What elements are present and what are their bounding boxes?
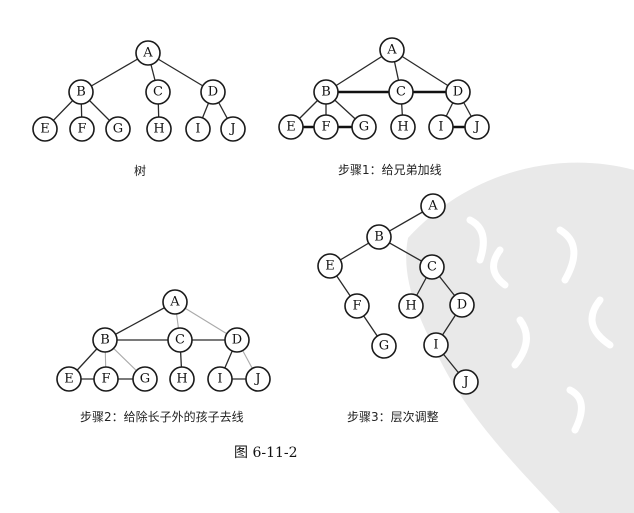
- node-F: F: [93, 366, 119, 392]
- node-J: J: [220, 116, 246, 142]
- svg-text:A: A: [427, 199, 438, 214]
- svg-text:C: C: [396, 85, 406, 100]
- node-G: G: [105, 116, 131, 142]
- node-C: C: [145, 79, 171, 105]
- node-J: J: [245, 366, 271, 392]
- svg-text:I: I: [433, 338, 438, 353]
- svg-text:F: F: [77, 122, 86, 137]
- svg-text:A: A: [386, 43, 397, 58]
- svg-text:A: A: [169, 295, 180, 310]
- node-D: D: [445, 79, 471, 105]
- node-I: I: [428, 114, 454, 140]
- node-J: J: [453, 369, 479, 395]
- node-F: F: [313, 114, 339, 140]
- node-I: I: [207, 366, 233, 392]
- node-B: B: [366, 224, 392, 250]
- node-B: B: [313, 79, 339, 105]
- svg-text:C: C: [427, 260, 437, 275]
- node-B: B: [68, 79, 94, 105]
- node-D: D: [449, 292, 475, 318]
- svg-text:H: H: [405, 299, 416, 314]
- svg-text:I: I: [217, 372, 222, 387]
- svg-text:F: F: [352, 299, 361, 314]
- caption-tree: 树: [134, 163, 146, 178]
- tree-step3: A B E C F H D G I J 步骤3：层次调整: [317, 193, 479, 424]
- svg-text:B: B: [76, 85, 86, 100]
- node-F: F: [69, 116, 95, 142]
- svg-text:C: C: [153, 85, 163, 100]
- node-A: A: [420, 193, 446, 219]
- svg-text:I: I: [195, 122, 200, 137]
- svg-text:G: G: [379, 339, 389, 354]
- svg-text:D: D: [453, 85, 463, 100]
- svg-text:H: H: [176, 372, 187, 387]
- svg-text:B: B: [100, 333, 110, 348]
- node-A: A: [135, 40, 161, 66]
- svg-text:G: G: [140, 372, 150, 387]
- svg-text:J: J: [472, 120, 479, 135]
- node-B: B: [92, 327, 118, 353]
- svg-text:J: J: [253, 372, 260, 387]
- svg-text:D: D: [232, 333, 242, 348]
- node-E: E: [278, 114, 304, 140]
- svg-text:G: G: [359, 120, 369, 135]
- figure-label: 图 6-11-2: [234, 445, 298, 461]
- svg-text:I: I: [438, 120, 443, 135]
- node-C: C: [419, 254, 445, 280]
- svg-text:H: H: [153, 122, 164, 137]
- watermark-seal: [406, 162, 634, 513]
- node-G: G: [371, 333, 397, 359]
- node-C: C: [167, 327, 193, 353]
- tree-step2: A B C D E F G H I J 步骤2：给除长子外的孩子去线: [56, 289, 271, 424]
- svg-text:E: E: [40, 122, 50, 137]
- node-E: E: [56, 366, 82, 392]
- node-G: G: [351, 114, 377, 140]
- svg-text:E: E: [286, 120, 296, 135]
- svg-text:B: B: [374, 230, 384, 245]
- node-I: I: [423, 332, 449, 358]
- tree-step1: A B C D E F G H I J 步骤1：给兄弟加线: [278, 37, 490, 177]
- svg-text:D: D: [457, 298, 467, 313]
- node-H: H: [398, 293, 424, 319]
- node-D: D: [224, 327, 250, 353]
- node-E: E: [32, 116, 58, 142]
- node-C: C: [388, 79, 414, 105]
- node-J: J: [464, 114, 490, 140]
- svg-text:J: J: [461, 375, 468, 390]
- svg-text:A: A: [142, 46, 153, 61]
- node-I: I: [185, 116, 211, 142]
- svg-text:J: J: [228, 122, 235, 137]
- node-F: F: [344, 293, 370, 319]
- node-A: A: [379, 37, 405, 63]
- caption-step3: 步骤3：层次调整: [347, 409, 439, 424]
- node-A: A: [162, 289, 188, 315]
- tree-original: A B C D E F G H I J 树: [32, 40, 246, 178]
- svg-text:D: D: [208, 85, 218, 100]
- caption-step1: 步骤1：给兄弟加线: [338, 163, 442, 177]
- node-G: G: [132, 366, 158, 392]
- svg-text:C: C: [175, 333, 185, 348]
- svg-text:F: F: [101, 372, 110, 387]
- svg-text:G: G: [113, 122, 123, 137]
- svg-text:F: F: [321, 120, 330, 135]
- svg-text:E: E: [64, 372, 74, 387]
- svg-text:H: H: [397, 120, 408, 135]
- node-H: H: [169, 366, 195, 392]
- node-D: D: [200, 79, 226, 105]
- node-H: H: [146, 116, 172, 142]
- svg-text:E: E: [325, 259, 335, 274]
- node-H: H: [390, 114, 416, 140]
- caption-step2: 步骤2：给除长子外的孩子去线: [80, 409, 244, 424]
- svg-text:B: B: [321, 85, 331, 100]
- node-E: E: [317, 253, 343, 279]
